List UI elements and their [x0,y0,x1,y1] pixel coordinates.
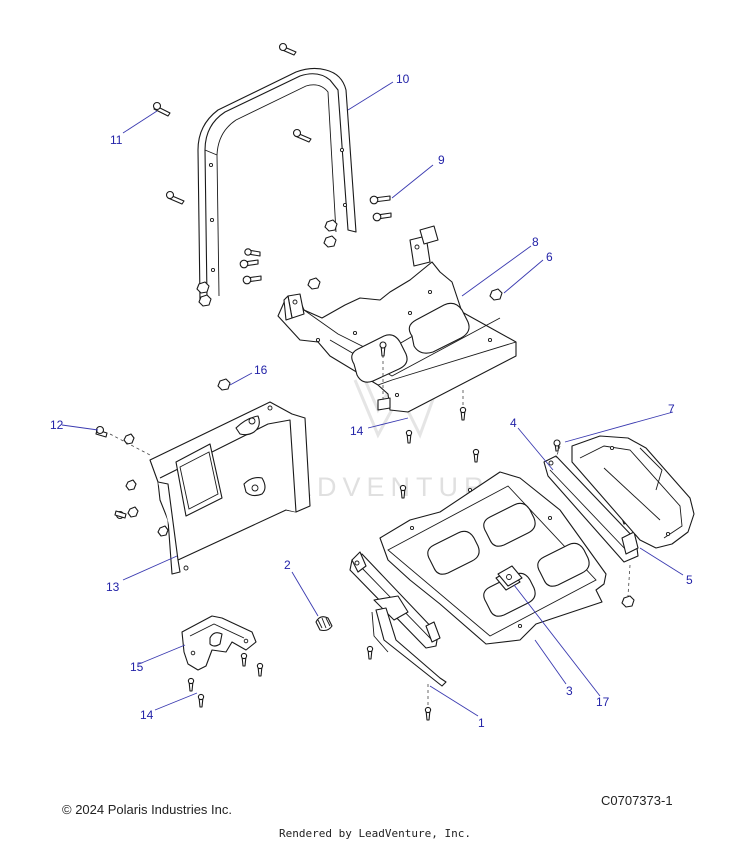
part-10-hoop [197,67,357,301]
part-1-slide-rail [349,551,447,708]
callout-11: 11 [110,133,123,147]
screws [95,341,561,721]
callout-3: 3 [566,684,573,698]
callout-12: 12 [50,418,64,432]
callout-10: 10 [396,72,410,86]
callout-8: 8 [532,235,539,249]
part-2-spring [315,616,333,632]
callout-4: 4 [510,416,517,430]
callout-15: 15 [130,660,144,674]
callout-17: 17 [596,695,610,709]
bolts [152,42,392,285]
callout-14-upper: 14 [350,424,364,438]
part-5-panel [571,435,695,549]
callout-6: 6 [546,250,553,264]
part-8-seat-frame [277,225,517,413]
callout-14-lower: 14 [140,708,154,722]
rendered-by-text: Rendered by LeadVenture, Inc. [278,827,472,840]
part-3-seat-plate [379,471,607,645]
part-13-bracket-plate [114,401,311,575]
callout-16: 16 [254,363,268,377]
nuts [196,219,635,608]
callout-5: 5 [686,573,693,587]
callout-7: 7 [668,402,675,416]
callout-13: 13 [106,580,120,594]
callout-9: 9 [438,153,445,167]
copyright-text: © 2024 Polaris Industries Inc. [62,802,232,817]
part-15-bracket [181,615,257,671]
callout-labels: 10 11 9 8 6 16 12 14 4 7 13 5 2 15 3 17 … [50,72,693,730]
callout-2: 2 [284,558,291,572]
callout-1: 1 [478,716,485,730]
leader-lines [61,81,684,717]
drawing-id: C0707373-1 [601,793,673,808]
